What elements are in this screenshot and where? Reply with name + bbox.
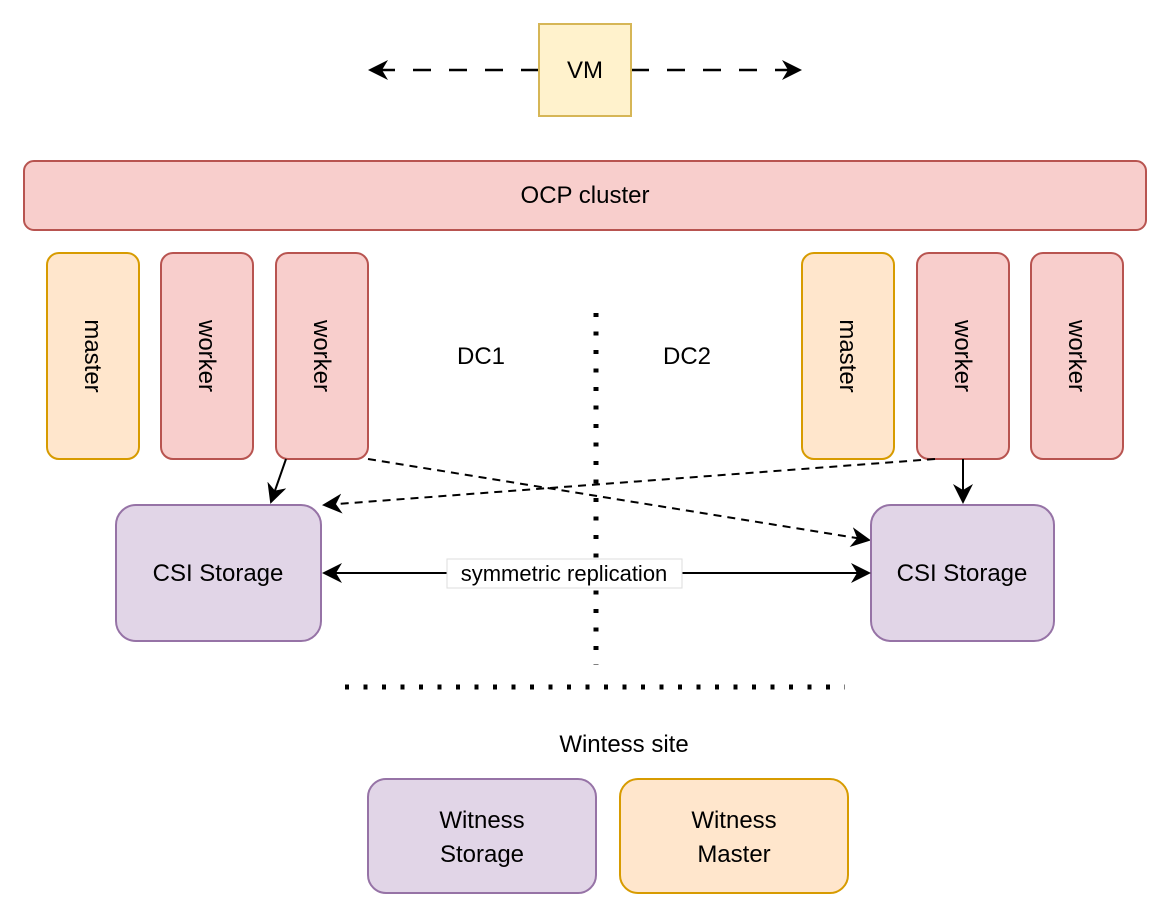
replication-label: symmetric replication [461, 561, 668, 586]
witness-master-label-line2: Master [697, 841, 770, 868]
node-label: master [834, 319, 861, 392]
witness-master-label-line1: Witness [691, 807, 776, 834]
dc1-csi-storage[interactable]: CSI Storage [115, 504, 322, 642]
dc1-worker-node-2[interactable]: worker [275, 252, 369, 460]
storage-label: CSI Storage [897, 560, 1028, 587]
witness-storage[interactable]: Witness Storage [367, 778, 597, 894]
dc1-worker-node-1[interactable]: worker [160, 252, 254, 460]
witness-storage-label-line2: Storage [440, 841, 524, 868]
ocp-cluster-box[interactable] [23, 160, 1147, 231]
dc1-master-node[interactable]: master [46, 252, 140, 460]
dc2-worker-node-1[interactable]: worker [916, 252, 1010, 460]
node-label: worker [308, 319, 335, 392]
dc2-master-node[interactable]: master [801, 252, 895, 460]
dc1-label: DC1 [457, 343, 505, 370]
ocp-cluster-label: OCP cluster [521, 182, 650, 209]
arrow-dc1-worker-to-dc2-storage [367, 458, 871, 547]
node-label: worker [949, 319, 976, 392]
replication-label-box [446, 558, 683, 589]
witness-storage-label-line1: Witness [439, 807, 524, 834]
dc2-csi-storage[interactable]: CSI Storage [870, 504, 1055, 642]
dc2-label: DC2 [663, 343, 711, 370]
vm-box[interactable] [538, 23, 632, 117]
node-label: worker [1063, 319, 1090, 392]
arrow-dc1-worker-to-dc1-storage [267, 458, 287, 504]
node-label: master [79, 319, 106, 392]
witness-master[interactable]: Witness Master [619, 778, 849, 894]
witness-site-label: Wintess site [559, 731, 688, 758]
arrow-dc2-worker-to-dc1-storage [322, 458, 936, 514]
vm-label: VM [567, 57, 603, 84]
dc2-worker-node-2[interactable]: worker [1030, 252, 1124, 460]
node-label: worker [193, 319, 220, 392]
storage-label: CSI Storage [153, 560, 284, 587]
